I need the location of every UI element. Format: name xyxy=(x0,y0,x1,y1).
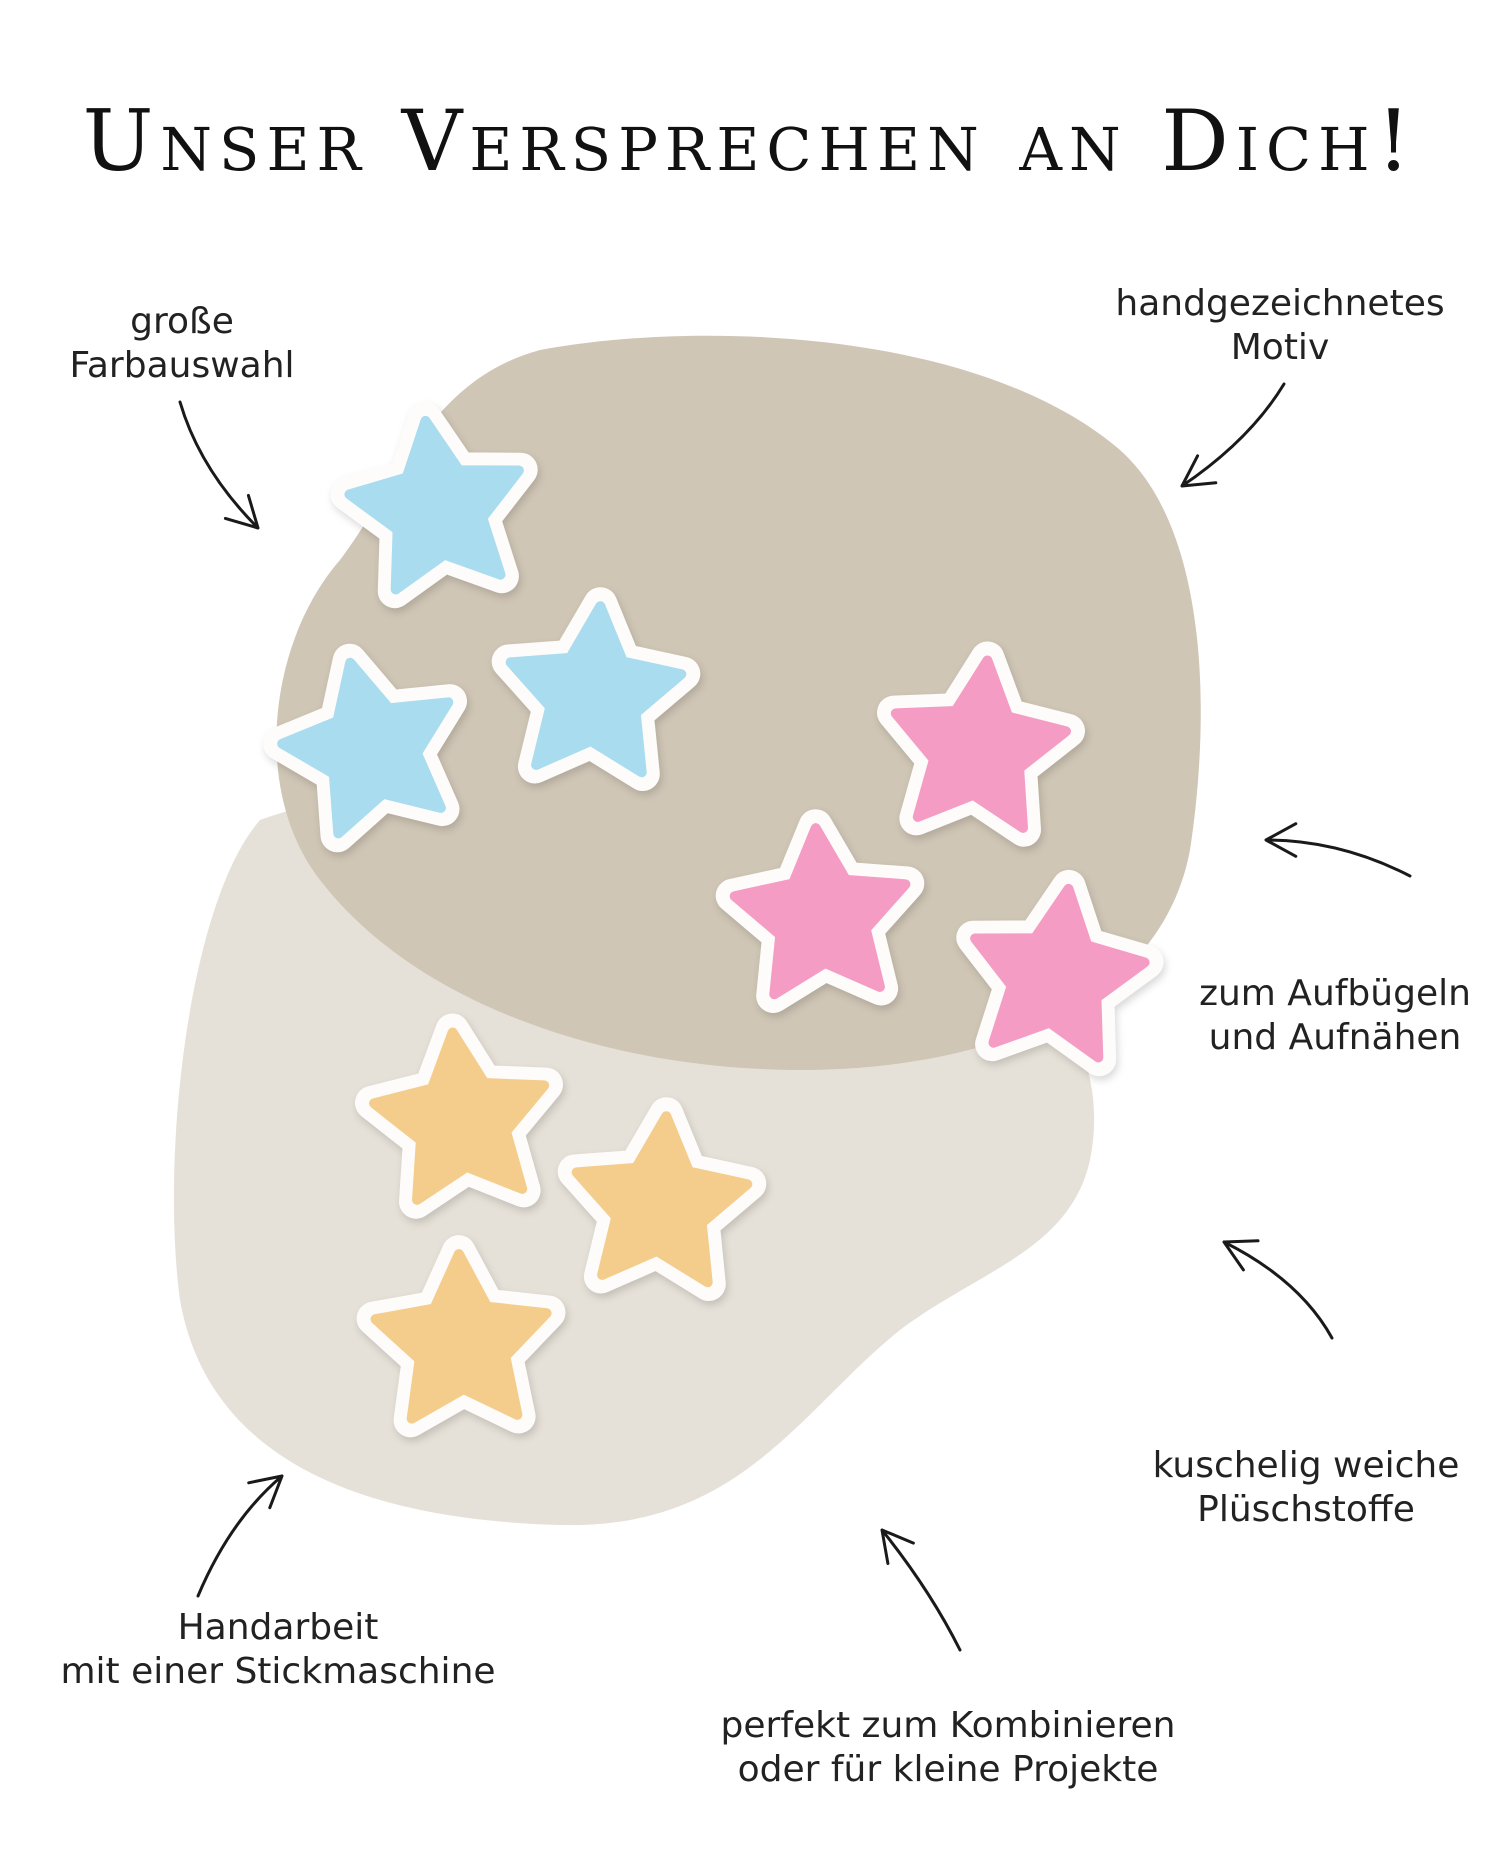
feature-hand-drawn: handgezeichnetes Motiv xyxy=(1115,282,1444,370)
feature-line: Farbauswahl xyxy=(69,345,295,386)
star-patch-pink xyxy=(877,641,1085,847)
background-blob-dark xyxy=(276,335,1201,1070)
arrow-icon xyxy=(1180,382,1286,488)
feature-color-choice: große Farbauswahl xyxy=(69,300,294,388)
star-patch-yellow xyxy=(355,1013,563,1219)
feature-line: Handarbeit xyxy=(177,1607,379,1648)
feature-line: zum Aufbügeln xyxy=(1199,973,1471,1014)
feature-line: Motiv xyxy=(1230,327,1330,368)
page-title: Unser Versprechen an Dich! xyxy=(82,92,1418,190)
feature-line: Plüschstoffe xyxy=(1197,1489,1415,1530)
feature-line: und Aufnähen xyxy=(1208,1017,1462,1058)
star-patch-blue xyxy=(491,587,701,791)
arrow-icon xyxy=(196,1474,284,1598)
star-patch-blue xyxy=(330,401,538,609)
feature-handmade: Handarbeit mit einer Stickmaschine xyxy=(60,1606,495,1694)
feature-line: oder für kleine Projekte xyxy=(737,1749,1159,1790)
star-patch-pink xyxy=(956,869,1164,1077)
feature-iron-on: zum Aufbügeln und Aufnähen xyxy=(1199,972,1471,1060)
arrow-icon xyxy=(178,400,260,530)
feature-line: mit einer Stickmaschine xyxy=(60,1651,496,1692)
arrow-icon xyxy=(880,1528,962,1652)
star-patch-yellow xyxy=(557,1097,767,1301)
feature-line: kuschelig weiche xyxy=(1152,1445,1460,1486)
star-patch-blue xyxy=(263,643,467,853)
feature-combine: perfekt zum Kombinieren oder für kleine … xyxy=(721,1704,1176,1792)
arrow-icon xyxy=(1222,1239,1334,1340)
feature-line: handgezeichnetes xyxy=(1115,283,1445,324)
feature-plush: kuschelig weiche Plüschstoffe xyxy=(1153,1444,1460,1532)
star-patch-pink xyxy=(715,809,925,1013)
star-patch-yellow xyxy=(356,1235,566,1438)
arrow-icon xyxy=(1264,822,1412,878)
feature-line: große xyxy=(130,301,234,342)
feature-line: perfekt zum Kombinieren xyxy=(720,1705,1176,1746)
